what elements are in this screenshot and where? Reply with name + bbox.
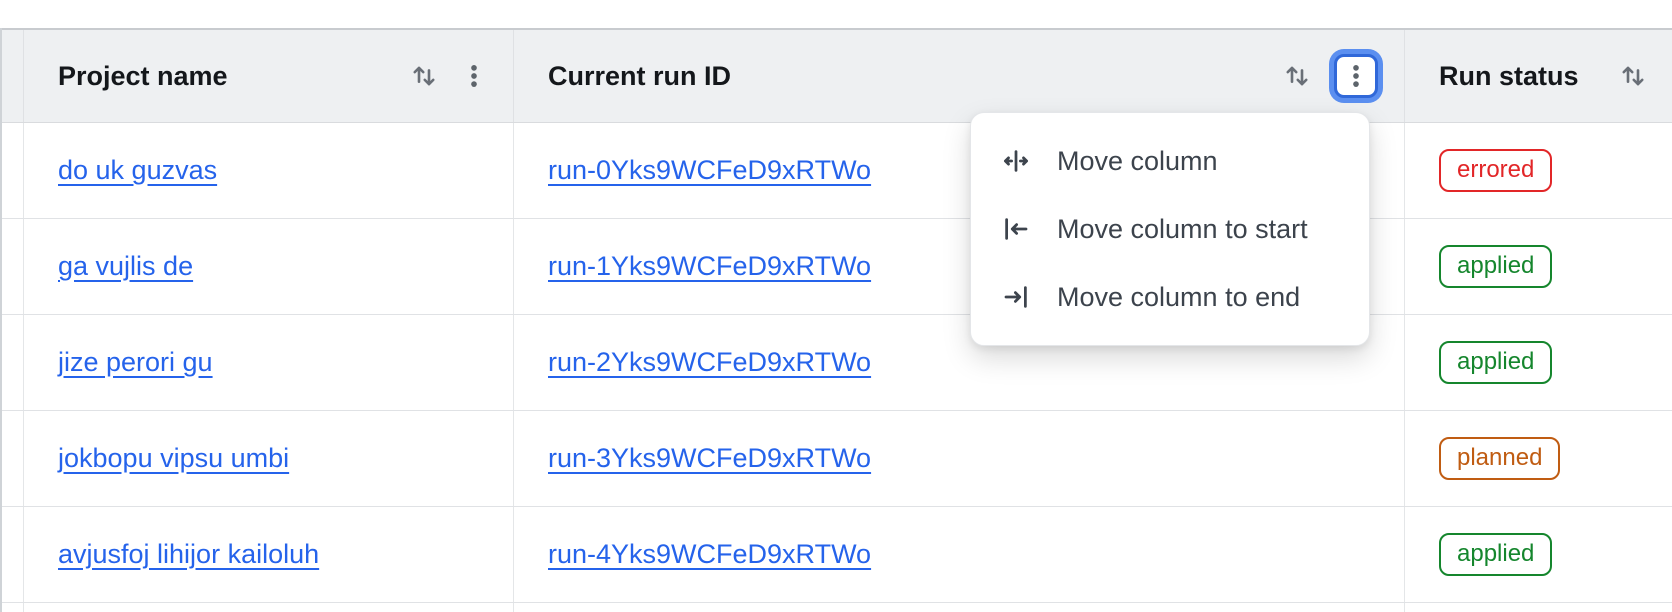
row-spacer-cell — [2, 123, 24, 218]
table-row: ga vujlis de run-1Yks9WCFeD9xRTWo applie… — [2, 219, 1672, 315]
cell-project-name: ga vujlis de — [24, 219, 514, 314]
move-column-icon — [1001, 146, 1031, 176]
table-row: do uk guzvas run-0Yks9WCFeD9xRTWo errore… — [2, 123, 1672, 219]
cell-run-status — [1405, 603, 1672, 612]
move-column-to-start-icon — [1001, 214, 1031, 244]
cell-project-name: jokbopu vipsu umbi — [24, 411, 514, 506]
cell-current-run-id: run-4Yks9WCFeD9xRTWo — [514, 507, 1405, 602]
cell-run-status: errored — [1405, 123, 1672, 218]
table-header-spacer-cell — [2, 30, 24, 122]
run-id-link[interactable]: run-4Yks9WCFeD9xRTWo — [548, 539, 872, 569]
row-spacer-cell — [2, 315, 24, 410]
cell-current-run-id: run-2Yks9WCFeD9xRTWo — [514, 315, 1405, 410]
cell-project-name — [24, 603, 514, 612]
status-badge: applied — [1439, 341, 1553, 384]
menu-item-label: Move column to start — [1057, 213, 1308, 244]
sort-arrows-icon — [413, 66, 435, 86]
cell-run-status: applied — [1405, 315, 1672, 410]
menu-item-move-column-to-start[interactable]: Move column to start — [971, 195, 1369, 263]
run-id-link[interactable]: run-0Yks9WCFeD9xRTWo — [548, 155, 872, 185]
kebab-menu-icon — [471, 65, 477, 87]
column-header-current-run-id: Current run ID — [514, 30, 1405, 122]
status-badge: planned — [1439, 437, 1561, 480]
column-label-current-run-id: Current run ID — [548, 60, 732, 91]
row-spacer-cell — [2, 219, 24, 314]
project-link[interactable]: jokbopu vipsu umbi — [58, 443, 290, 473]
row-spacer-cell — [2, 603, 24, 612]
menu-item-label: Move column — [1057, 145, 1218, 176]
sort-button-current-run-id[interactable] — [1282, 61, 1312, 91]
table-row: avjusfoj lihijor kailoluh run-4Yks9WCFeD… — [2, 507, 1672, 603]
menu-item-label: Move column to end — [1057, 281, 1301, 312]
status-badge: applied — [1439, 533, 1553, 576]
sort-arrows-icon — [1286, 66, 1308, 86]
status-badge: errored — [1439, 149, 1553, 192]
projects-table: Project name Curre — [0, 28, 1672, 612]
run-id-link[interactable]: run-1Yks9WCFeD9xRTWo — [548, 251, 872, 281]
menu-item-move-column[interactable]: Move column — [971, 127, 1369, 195]
cell-run-status: applied — [1405, 219, 1672, 314]
table-row-partial — [2, 603, 1672, 612]
status-badge: applied — [1439, 245, 1553, 288]
cell-run-status: planned — [1405, 411, 1672, 506]
column-menu-button-current-run-id-focused[interactable] — [1334, 54, 1378, 98]
run-id-link[interactable]: run-2Yks9WCFeD9xRTWo — [548, 347, 872, 377]
column-label-run-status: Run status — [1439, 60, 1579, 91]
project-link[interactable]: do uk guzvas — [58, 155, 218, 185]
column-header-run-status: Run status — [1405, 30, 1672, 122]
cell-current-run-id: run-3Yks9WCFeD9xRTWo — [514, 411, 1405, 506]
row-spacer-cell — [2, 507, 24, 602]
column-label-project-name: Project name — [58, 60, 228, 91]
project-link[interactable]: jize perori gu — [58, 347, 213, 377]
move-column-to-end-icon — [1001, 282, 1031, 312]
kebab-menu-icon — [1353, 65, 1359, 87]
column-context-menu: Move column Move column to start Move co… — [970, 112, 1370, 346]
cell-current-run-id: run-0Yks9WCFeD9xRTWo — [514, 123, 1405, 218]
cell-current-run-id — [514, 603, 1405, 612]
menu-item-move-column-to-end[interactable]: Move column to end — [971, 263, 1369, 331]
table-header-row: Project name Curre — [2, 28, 1672, 123]
sort-button-project-name[interactable] — [409, 61, 439, 91]
run-id-link[interactable]: run-3Yks9WCFeD9xRTWo — [548, 443, 872, 473]
cell-project-name: avjusfoj lihijor kailoluh — [24, 507, 514, 602]
cell-run-status: applied — [1405, 507, 1672, 602]
column-menu-button-project-name[interactable] — [461, 63, 487, 89]
cell-project-name: do uk guzvas — [24, 123, 514, 218]
project-link[interactable]: avjusfoj lihijor kailoluh — [58, 539, 320, 569]
sort-arrows-icon — [1622, 66, 1644, 86]
sort-button-run-status[interactable] — [1618, 61, 1648, 91]
cell-project-name: jize perori gu — [24, 315, 514, 410]
row-spacer-cell — [2, 411, 24, 506]
project-link[interactable]: ga vujlis de — [58, 251, 194, 281]
table-row: jokbopu vipsu umbi run-3Yks9WCFeD9xRTWo … — [2, 411, 1672, 507]
column-header-project-name: Project name — [24, 30, 514, 122]
cell-current-run-id: run-1Yks9WCFeD9xRTWo — [514, 219, 1405, 314]
table-row: jize perori gu run-2Yks9WCFeD9xRTWo appl… — [2, 315, 1672, 411]
